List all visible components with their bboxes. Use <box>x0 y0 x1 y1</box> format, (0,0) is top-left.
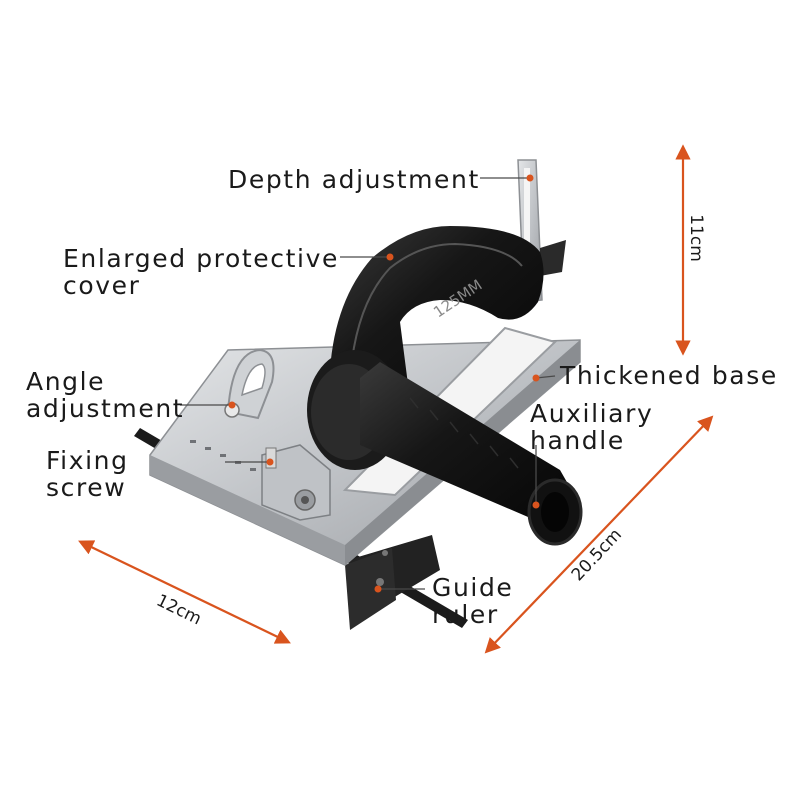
leader-lines <box>180 177 556 590</box>
label-angle-adjustment: Angle adjustment <box>26 368 184 422</box>
label-guide-line1: Guide <box>432 573 514 602</box>
label-fixing-screw: Fixing screw <box>46 447 129 501</box>
label-guide-line2: ruler <box>432 600 499 629</box>
label-protective-cover-line1: Enlarged protective <box>63 244 339 273</box>
label-protective-cover-line2: cover <box>63 271 141 300</box>
dimension-height-label: 11cm <box>685 214 706 262</box>
label-angle-line1: Angle <box>26 367 106 396</box>
label-auxiliary-line2: handle <box>530 426 625 455</box>
label-guide-ruler: Guide ruler <box>432 574 513 628</box>
label-depth-adjustment: Depth adjustment <box>228 165 480 194</box>
label-angle-line2: adjustment <box>26 394 185 423</box>
label-fixing-line2: screw <box>46 473 127 502</box>
label-protective-cover: Enlarged protective cover <box>63 245 339 299</box>
length-arrow <box>484 415 714 654</box>
dimension-arrows <box>78 144 714 654</box>
label-auxiliary-handle: Auxiliary handle <box>530 400 653 454</box>
width-arrow <box>78 540 291 644</box>
angle-bracket <box>224 348 275 420</box>
fixing-bracket <box>261 444 331 521</box>
label-fixing-line1: Fixing <box>46 446 129 475</box>
label-thickened-base: Thickened base <box>560 361 778 390</box>
label-auxiliary-line1: Auxiliary <box>530 399 654 428</box>
